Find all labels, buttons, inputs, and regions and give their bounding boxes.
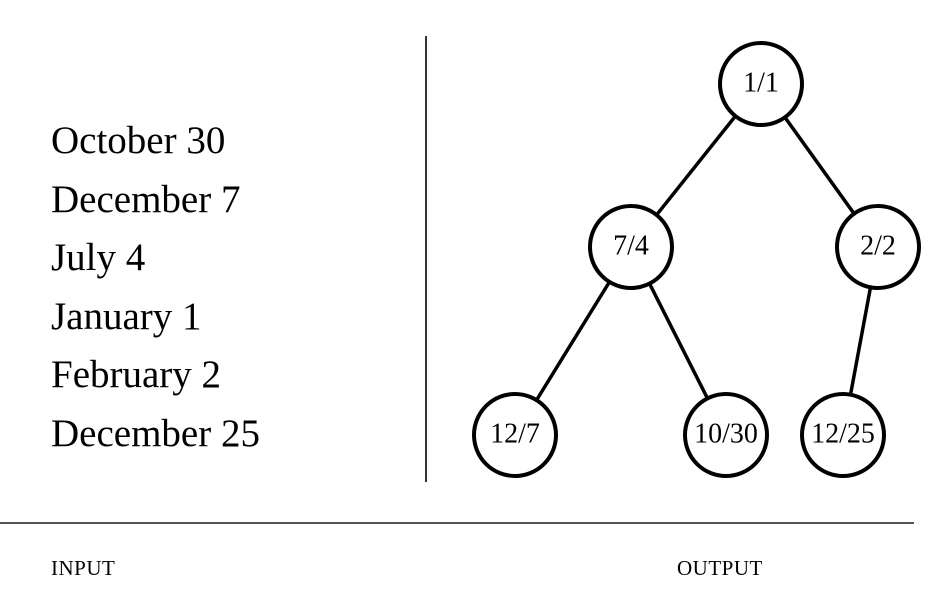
tree-node-n5: 10/30 bbox=[683, 392, 769, 478]
tree-node-n3: 2/2 bbox=[835, 204, 921, 290]
tree-node-label: 12/25 bbox=[811, 418, 875, 449]
tree-node-circle bbox=[800, 392, 886, 478]
tree-node-label: 12/7 bbox=[490, 418, 540, 449]
tree-edge-n1-n2 bbox=[654, 114, 738, 217]
output-caption: OUTPUT bbox=[677, 556, 763, 580]
tree-node-circle bbox=[835, 204, 921, 290]
date-item: December 7 bbox=[51, 177, 241, 221]
tree-node-circle bbox=[472, 392, 558, 478]
tree-node-circle bbox=[588, 204, 674, 290]
binary-tree-diagram: 1/1 7/4 2/2 12/7 10/30 12/25 bbox=[472, 41, 921, 478]
tree-edge-n3-n6 bbox=[848, 285, 873, 397]
tree-node-circle bbox=[718, 41, 804, 127]
tree-node-label: 2/2 bbox=[860, 230, 896, 261]
date-item: February 2 bbox=[51, 353, 222, 396]
tree-edge-n1-n3 bbox=[783, 115, 856, 216]
date-item: July 4 bbox=[51, 236, 146, 279]
tree-node-n4: 12/7 bbox=[472, 392, 558, 478]
date-item: January 1 bbox=[51, 294, 202, 338]
tree-node-label: 10/30 bbox=[694, 418, 758, 449]
tree-edge-n2-n4 bbox=[534, 280, 612, 402]
tree-node-n2: 7/4 bbox=[588, 204, 674, 290]
tree-node-label: 7/4 bbox=[613, 230, 649, 261]
date-item: October 30 bbox=[51, 119, 226, 162]
tree-edge-n2-n5 bbox=[647, 281, 710, 401]
input-caption: INPUT bbox=[51, 556, 116, 580]
date-item: December 25 bbox=[51, 411, 260, 455]
horizontal-divider bbox=[0, 522, 914, 524]
tree-node-label: 1/1 bbox=[743, 67, 779, 98]
tree-node-circle bbox=[683, 392, 769, 478]
input-date-list: October 30 December 7 July 4 January 1 F… bbox=[51, 112, 260, 463]
vertical-divider bbox=[425, 36, 427, 482]
tree-node-n6: 12/25 bbox=[800, 392, 886, 478]
tree-node-n1: 1/1 bbox=[718, 41, 804, 127]
